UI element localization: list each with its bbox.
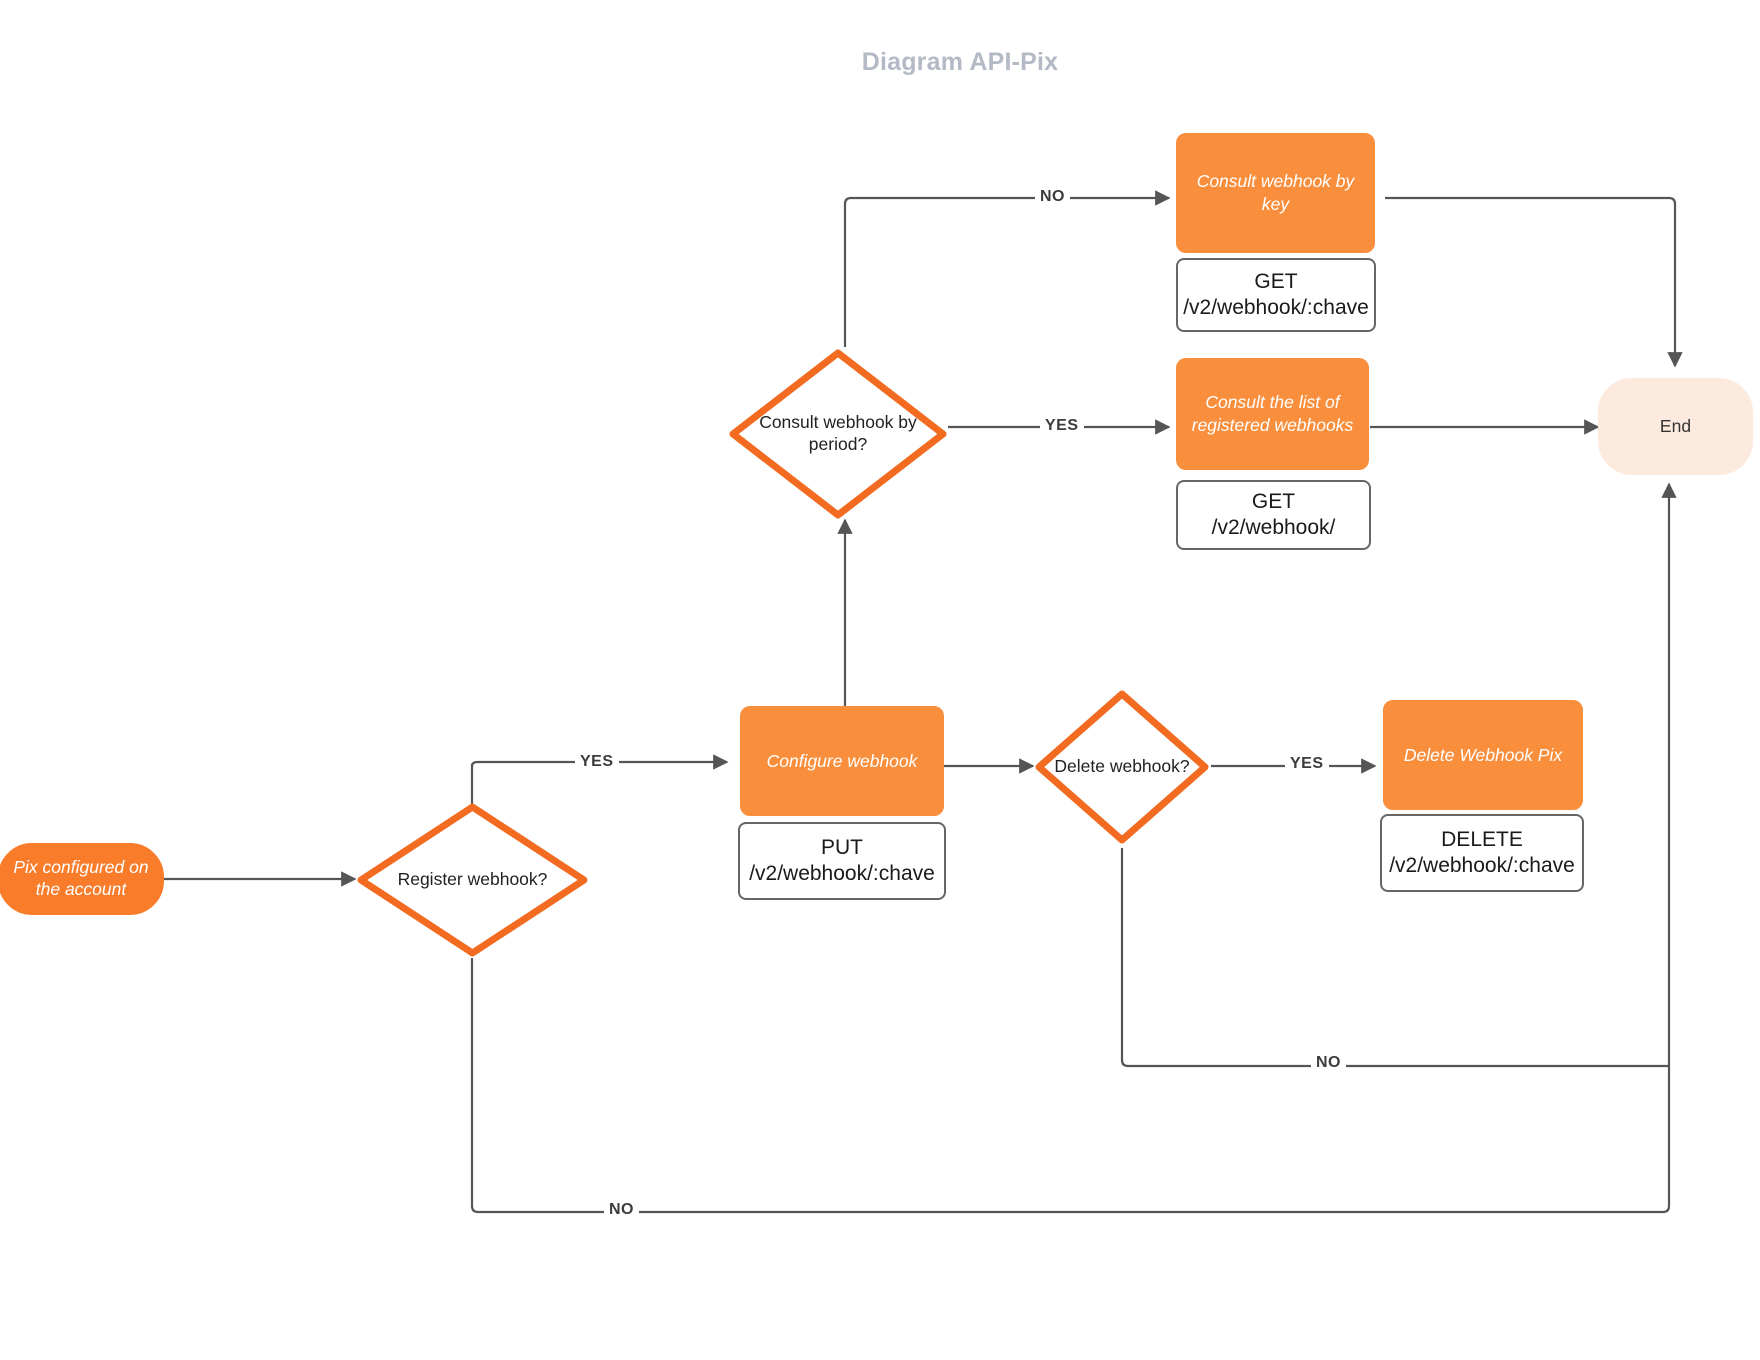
diamond-shape-icon <box>729 349 947 519</box>
edge-label-register-no: NO <box>604 1201 639 1219</box>
node-start-pix-configured[interactable]: Pix configured on the account <box>0 843 164 915</box>
endpoint-verb: GET <box>1251 490 1296 514</box>
edge-label-delete-no: NO <box>1311 1054 1346 1072</box>
node-process-configure-label: Configure webhook <box>766 750 918 771</box>
edge-label-register-yes: YES <box>575 753 619 771</box>
node-process-consult-list-label: Consult the list of registered webhooks <box>1191 392 1354 435</box>
endpoint-delete-webhook-pix: DELETE /v2/webhook/:chave <box>1380 814 1584 892</box>
endpoint-path: /v2/webhook/:chave <box>1183 296 1369 319</box>
node-decision-register-webhook[interactable]: Register webhook? <box>355 801 590 959</box>
edge-consult-key-to-end <box>1385 196 1683 368</box>
endpoint-verb: PUT <box>821 836 863 860</box>
endpoint-configure-webhook: PUT /v2/webhook/:chave <box>738 822 946 900</box>
node-process-configure-webhook[interactable]: Configure webhook <box>740 706 944 816</box>
node-process-consult-registered-list[interactable]: Consult the list of registered webhooks <box>1176 358 1369 470</box>
edge-label-consult-period-yes: YES <box>1040 417 1084 435</box>
node-process-consult-webhook-by-key[interactable]: Consult webhook by key <box>1176 133 1375 253</box>
endpoint-consult-registered-list: GET /v2/webhook/ <box>1176 480 1371 550</box>
diamond-shape-icon <box>357 803 588 957</box>
endpoint-consult-webhook-by-key: GET /v2/webhook/:chave <box>1176 258 1376 332</box>
edge-label-delete-yes: YES <box>1285 755 1329 773</box>
node-decision-consult-period-label: Consult webhook by period? <box>759 412 917 454</box>
edge-label-consult-period-no: NO <box>1035 188 1070 206</box>
node-start-label: Pix configured on the account <box>13 857 149 899</box>
page-title: Diagram API-Pix <box>861 48 1059 76</box>
endpoint-path: /v2/webhook/:chave <box>749 862 935 885</box>
node-decision-register-label: Register webhook? <box>397 869 548 890</box>
node-process-consult-key-label: Consult webhook by key <box>1196 171 1355 214</box>
diamond-shape-icon <box>1035 690 1209 844</box>
edge-consult-period-no <box>843 190 1171 347</box>
node-end[interactable]: End <box>1598 378 1753 475</box>
endpoint-path: /v2/webhook/ <box>1211 516 1336 539</box>
node-decision-delete-label: Delete webhook? <box>1054 756 1190 777</box>
endpoint-path: /v2/webhook/:chave <box>1389 854 1575 877</box>
node-end-label: End <box>1659 416 1692 436</box>
node-decision-delete-webhook[interactable]: Delete webhook? <box>1033 688 1211 846</box>
node-process-delete-webhook-pix[interactable]: Delete Webhook Pix <box>1383 700 1583 810</box>
node-decision-consult-by-period[interactable]: Consult webhook by period? <box>727 347 949 521</box>
node-process-delete-label: Delete Webhook Pix <box>1403 744 1563 765</box>
endpoint-verb: DELETE <box>1441 828 1523 852</box>
endpoint-verb: GET <box>1254 270 1298 294</box>
